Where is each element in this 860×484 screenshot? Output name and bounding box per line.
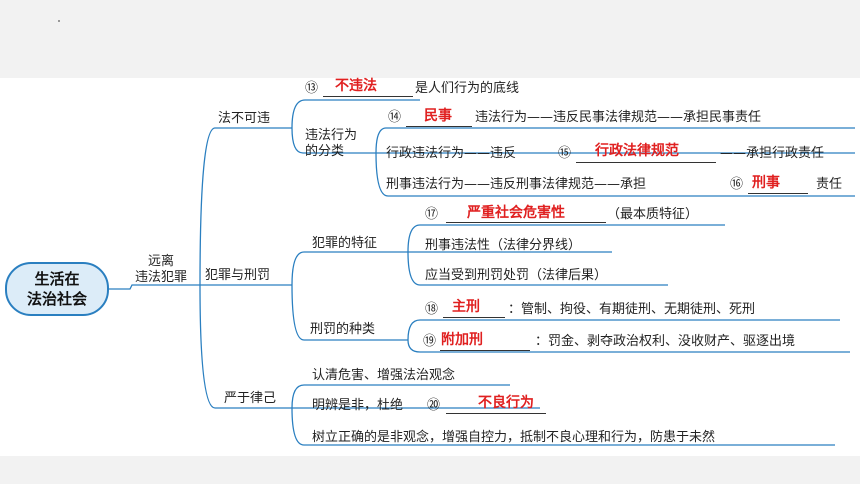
branch-line1: 远离 — [147, 254, 174, 269]
text-19: ：罚金、剥夺政治权利、没收财产、驱逐出境 — [535, 334, 796, 349]
blank-19 — [440, 350, 530, 351]
node-law-inviolable: 法不可违 — [218, 111, 271, 126]
root-line2: 法治社会 — [26, 290, 87, 308]
answer-13: 不违法 — [335, 78, 377, 94]
node-crime-punishment: 犯罪与刑罚 — [205, 268, 271, 283]
node-punishment-types: 刑罚的种类 — [310, 322, 376, 337]
footer-band — [0, 456, 860, 484]
num-17: ⑰ — [425, 207, 439, 222]
root-node: 生活在法治社会 — [5, 262, 109, 316]
text-16a: 刑事违法行为——违反刑事法律规范——承担 — [386, 177, 647, 192]
answer-16: 刑事 — [752, 175, 780, 191]
blank-17 — [446, 222, 606, 223]
blank-20 — [446, 413, 546, 414]
node-crime-features: 犯罪的特征 — [312, 236, 378, 251]
text-15b: ——承担行政责任 — [720, 146, 825, 161]
num-19: ⑲ — [423, 334, 437, 349]
num-18: ⑱ — [425, 302, 439, 317]
answer-14: 民事 — [424, 108, 452, 124]
answer-17: 严重社会危害性 — [467, 205, 565, 221]
text-16b: 责任 — [816, 177, 843, 192]
text-18: ：管制、拘役、有期徒刑、无期徒刑、死刑 — [508, 302, 756, 317]
blank-16 — [748, 193, 808, 194]
branch-line2: 违法犯罪 — [134, 270, 187, 285]
answer-19: 附加刑 — [441, 332, 483, 348]
text-14: 违法行为——违反民事法律规范——承担民事责任 — [475, 110, 762, 125]
text-17: （最本质特征） — [607, 207, 699, 222]
discipline-3: 树立正确的是非观念，增强自控力，抵制不良心理和行为，防患于未然 — [312, 430, 716, 445]
feature-2: 刑事违法性（法律分界线） — [425, 238, 582, 253]
header-dot — [58, 20, 60, 22]
blank-13 — [323, 96, 413, 97]
num-15: ⑮ — [558, 146, 572, 161]
text-13: 是人们行为的底线 — [415, 81, 520, 96]
num-20: ⑳ — [427, 398, 441, 413]
blank-15 — [576, 162, 716, 163]
discipline-1: 认清危害、增强法治观念 — [312, 368, 456, 383]
text-15a: 行政违法行为——违反 — [386, 146, 517, 161]
answer-18: 主刑 — [452, 299, 480, 315]
blank-18 — [443, 317, 505, 318]
answer-15: 行政法律规范 — [595, 143, 679, 159]
branch-label: 远离 违法犯罪 — [127, 254, 195, 286]
node-illegal-classification: 违法行为 的分类 — [305, 128, 357, 160]
feature-3: 应当受到刑罚处罚（法律后果） — [425, 268, 608, 283]
cls-line2: 的分类 — [305, 144, 345, 159]
discipline-2: 明辨是非，杜绝 — [312, 398, 404, 413]
num-14: ⑭ — [388, 110, 402, 125]
answer-20: 不良行为 — [478, 395, 534, 411]
num-16: ⑯ — [730, 177, 744, 192]
blank-14 — [406, 126, 472, 127]
num-13: ⑬ — [305, 81, 319, 96]
root-line1: 生活在 — [34, 270, 80, 288]
header-band — [0, 0, 860, 78]
cls-line1: 违法行为 — [305, 128, 358, 143]
node-self-discipline: 严于律己 — [224, 391, 277, 406]
